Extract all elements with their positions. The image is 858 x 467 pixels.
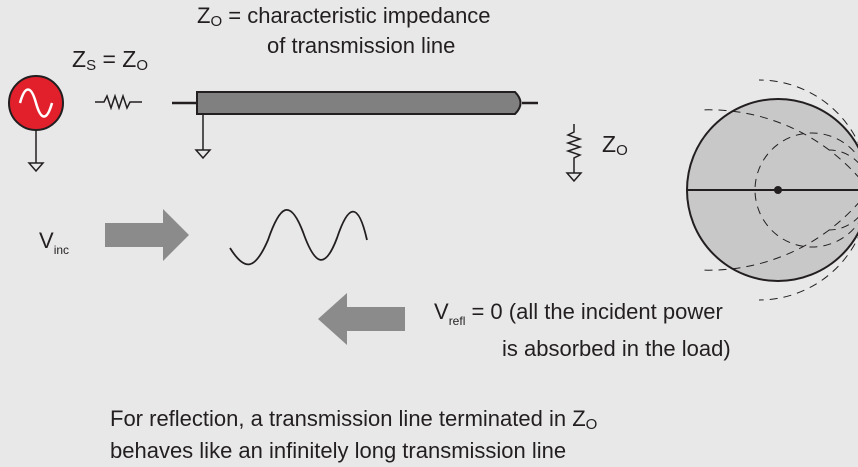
zo-definition: ZO = characteristic impedance of transmi… [197, 3, 491, 58]
source-resistor-icon [95, 93, 142, 111]
caption: For reflection, a transmission line term… [110, 406, 598, 463]
sine-wave-icon [229, 209, 368, 266]
signal-source-icon [8, 75, 64, 173]
load-resistor-icon [565, 124, 583, 183]
transmission-line [172, 91, 538, 160]
load-impedance-label: ZO [602, 131, 628, 159]
incident-voltage-label: Vinc [39, 228, 70, 257]
source-impedance-label: ZS = ZO [72, 46, 149, 74]
reflected-arrow-icon [318, 293, 405, 345]
smith-chart [686, 79, 858, 301]
incident-arrow-icon [105, 209, 189, 261]
reflected-voltage-label: Vrefl = 0 (all the incident power is abs… [434, 299, 731, 361]
